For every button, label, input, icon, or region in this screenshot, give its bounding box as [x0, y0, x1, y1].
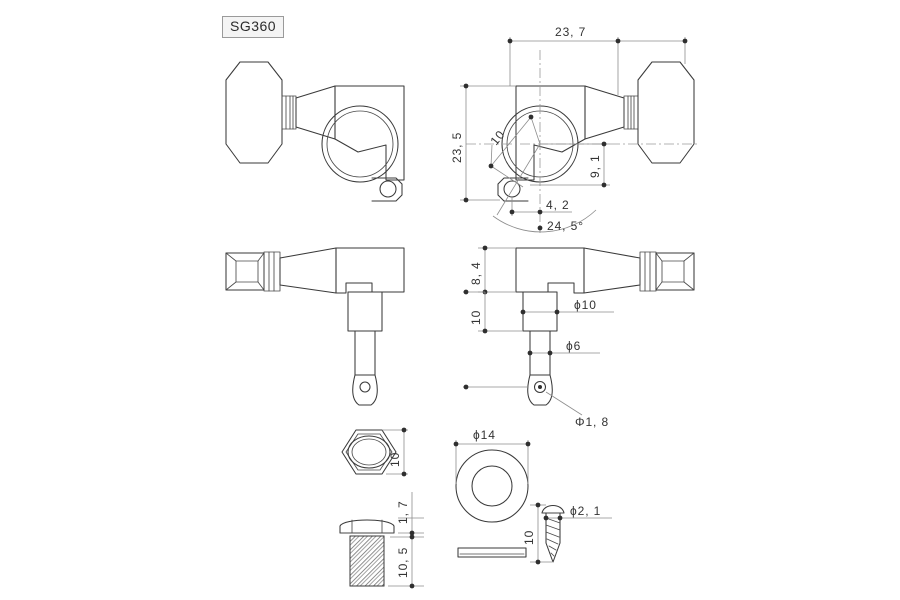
- view-mid-left-front-mirrored: [225, 247, 405, 406]
- leader-line-string-hole: [545, 391, 583, 416]
- housing-front-right: [515, 247, 585, 294]
- dim-line-angled-10: [490, 116, 532, 167]
- button-bevel-2-left: [257, 252, 265, 262]
- view-mid-right-front-dimensioned: 8, 4 10 ϕ10 ϕ6 Φ1, 8: [463, 245, 695, 429]
- button-bevel-1-left: [225, 252, 237, 262]
- dim-screw-length-text: 10: [522, 530, 536, 545]
- post-body-right: [522, 291, 558, 332]
- dim-button-center-height-text: 9, 1: [588, 154, 602, 178]
- view-mounting-screw: ϕ2, 1 10: [522, 502, 612, 565]
- part-number-label: SG360: [222, 16, 285, 38]
- dim-post-diameter-text: ϕ10: [574, 298, 597, 312]
- dim-bushing-flange-text: 1, 7: [396, 500, 410, 524]
- shank-taper-right: [583, 247, 641, 294]
- mounting-tab-left: [371, 177, 403, 202]
- dim-nut-across-flats-text: 10: [388, 452, 402, 467]
- gear-housing-inner-left: [326, 110, 394, 178]
- string-hole-right: [533, 380, 547, 394]
- ext-line-angled-a: [490, 144, 493, 167]
- dim-washer-diameter-text: ϕ14: [473, 428, 496, 442]
- dim-post-height-text: 10: [469, 310, 483, 325]
- washer-inner-circle: [471, 465, 513, 507]
- view-top-right-side-dimensioned: 23, 7 23, 5 10 9, 1: [450, 25, 700, 233]
- dim-housing-height-text: 8, 4: [469, 261, 483, 285]
- button-bevel-1-right: [655, 252, 663, 262]
- collar-front-left: [263, 251, 281, 292]
- washer-outer-circle: [455, 449, 529, 523]
- tuner-button-outline-right: [637, 61, 695, 164]
- dim-screw-hole-offset-text: 4, 2: [546, 198, 570, 212]
- post-body-left: [347, 291, 383, 332]
- bushing-thread-barrel: [349, 535, 385, 587]
- dim-bushing-thread-text: 10, 5: [396, 547, 410, 578]
- ext-line-angle-ray: [496, 143, 541, 216]
- view-washer: ϕ14: [453, 428, 531, 558]
- screw-shank: [545, 512, 561, 563]
- button-front-inner-right: [661, 260, 685, 283]
- shank-taper-left: [279, 247, 337, 294]
- button-front-inner-left: [235, 260, 259, 283]
- dim-shaft-diameter-text: ϕ6: [566, 339, 581, 353]
- button-bevel-3-right: [655, 281, 663, 291]
- dim-screw-diameter-text: ϕ2, 1: [570, 504, 601, 518]
- housing-front-left: [335, 247, 405, 294]
- tuner-button-outline-left: [225, 61, 283, 164]
- dim-mount-angle-text: 24, 5°: [547, 219, 584, 233]
- dim-overall-width-text: 23, 7: [555, 25, 586, 39]
- hex-nut-bore-outer: [347, 435, 391, 469]
- string-hole-left: [359, 381, 371, 393]
- dim-overall-height-text: 23, 5: [450, 132, 464, 163]
- dim-arc-angle: [492, 209, 597, 233]
- screw-head: [541, 504, 565, 514]
- button-bevel-3-left: [225, 281, 237, 291]
- view-threaded-bushing: 1, 7 10, 5: [339, 492, 424, 589]
- string-hole-center: [538, 385, 542, 389]
- post-tip-left: [352, 374, 378, 406]
- view-top-left-side-mirrored: [225, 61, 405, 202]
- mounting-tab-right: [497, 177, 529, 202]
- button-bevel-4-right: [683, 281, 695, 291]
- tuner-housing-right: [515, 85, 586, 181]
- string-post-shaft-left: [354, 330, 376, 376]
- button-bevel-2-right: [683, 252, 695, 262]
- mount-screw-hole-left: [379, 180, 397, 198]
- gear-housing-circle-left: [321, 105, 399, 183]
- hex-nut-bore-inner: [351, 438, 387, 466]
- bushing-flange: [339, 519, 395, 534]
- view-hex-nut: 10: [341, 427, 408, 477]
- screw-thread-profile: [545, 517, 561, 557]
- button-bevel-4-left: [257, 281, 265, 291]
- washer-side-view-body: [457, 547, 527, 558]
- hex-nut-chamfer: [345, 433, 393, 471]
- ext-line-angled-b: [530, 116, 541, 145]
- tuner-housing-left: [334, 85, 405, 181]
- button-collar-left: [281, 95, 297, 130]
- ext-line-angled-c: [490, 165, 524, 188]
- dim-string-hole-text: Φ1, 8: [575, 415, 609, 429]
- collar-front-right: [639, 251, 657, 292]
- post-tip-right: [527, 374, 553, 406]
- tuner-neck-taper-left: [295, 85, 336, 140]
